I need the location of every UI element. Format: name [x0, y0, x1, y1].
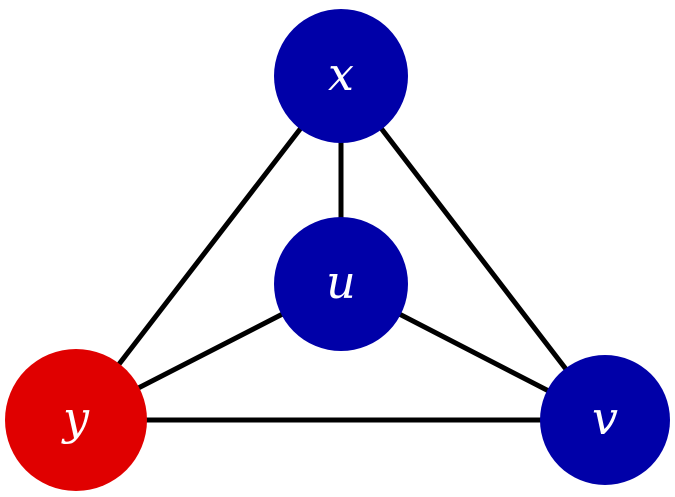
node-y-label: y	[61, 391, 90, 445]
node-x-circle	[274, 9, 408, 143]
node-v-label: v	[592, 391, 618, 445]
node-y: y	[5, 349, 147, 491]
node-y-circle	[5, 349, 147, 491]
node-u-circle	[274, 217, 408, 351]
node-v: v	[540, 355, 670, 485]
node-x: x	[274, 9, 408, 143]
nodes-layer: x u y v	[5, 9, 670, 491]
edge-x-v	[338, 73, 608, 423]
node-v-circle	[540, 355, 670, 485]
node-u: u	[274, 217, 408, 351]
edge-x-y	[73, 73, 344, 423]
node-u-label: u	[326, 255, 356, 309]
node-x-label: x	[328, 47, 354, 101]
